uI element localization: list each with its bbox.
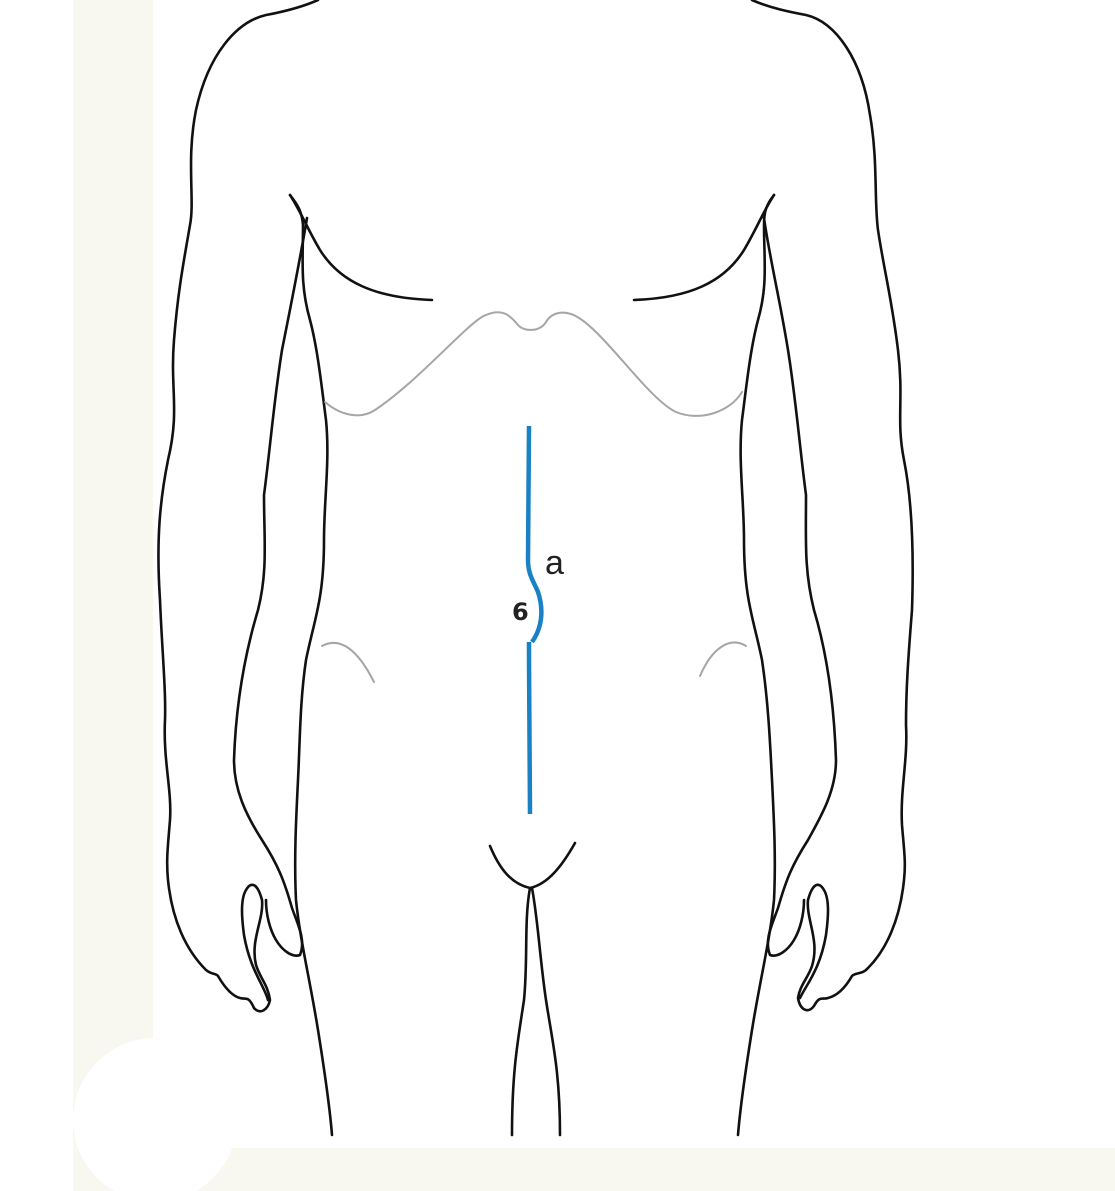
midline-incision	[525, 425, 544, 815]
left-torso-side	[288, 193, 334, 1137]
left-inner-arm	[232, 216, 309, 957]
incision-upper-segment	[525, 425, 544, 644]
right-inner-leg	[530, 886, 562, 1137]
rib-and-hip-lines	[321, 311, 747, 683]
left-outer-arm	[157, 0, 320, 1013]
right-inner-arm	[762, 216, 838, 957]
left-pectoral	[288, 193, 434, 302]
right-outer-arm	[750, 0, 915, 1012]
left-inner-leg	[510, 886, 532, 1137]
right-iliac-line	[699, 641, 747, 677]
background-corner-cutout	[73, 1038, 237, 1191]
background-bottom-strip	[73, 1148, 1115, 1191]
background-frame	[73, 0, 1115, 1191]
groin-curve	[488, 841, 577, 890]
incision-lower-segment	[526, 642, 533, 815]
left-iliac-line	[321, 641, 375, 683]
costal-margin-line	[324, 311, 743, 417]
right-pectoral	[632, 193, 776, 302]
background-left-strip	[73, 0, 153, 1191]
label-b: 6	[512, 598, 529, 626]
body-outline	[157, 0, 915, 1137]
right-torso-side	[736, 193, 777, 1137]
label-a: a	[545, 544, 564, 582]
